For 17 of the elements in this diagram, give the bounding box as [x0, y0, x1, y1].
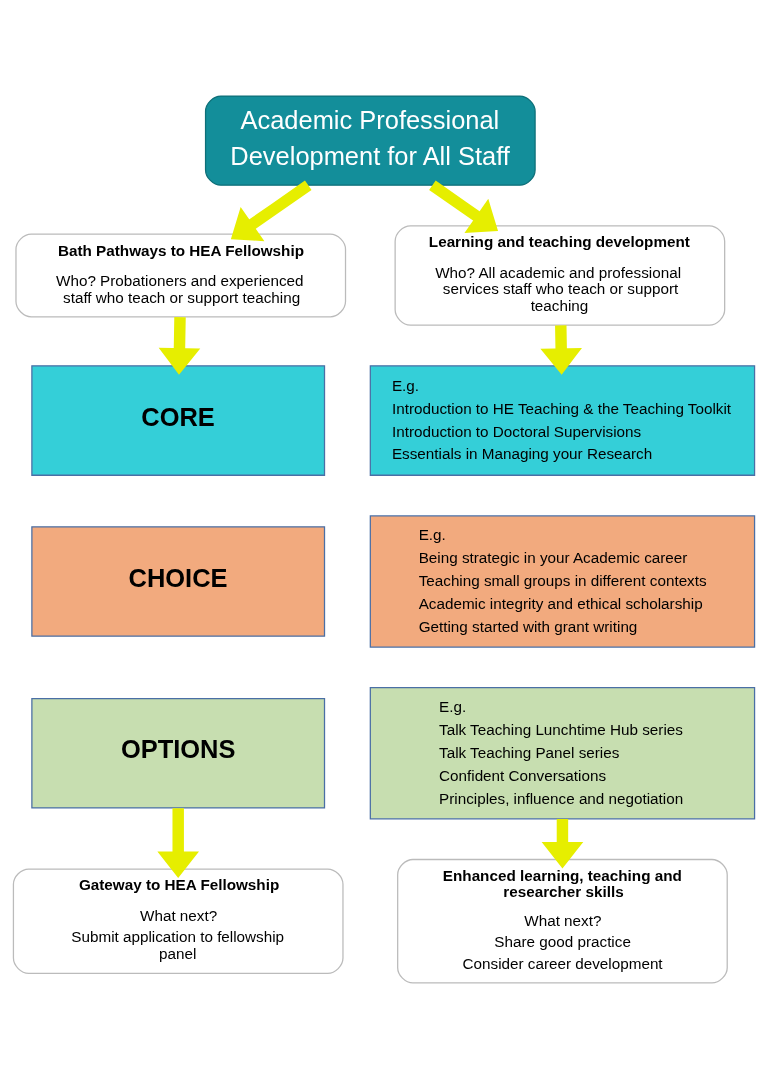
node-box: Gateway to HEA Fellowship What next? Submit application to fellowship panel — [12, 868, 344, 974]
node-box: Learning and teaching development Who? All academic and professional services staff who teach or support teaching — [394, 225, 726, 326]
arrow — [230, 180, 312, 242]
node-box: Enhanced learning, teaching and researcher skills What next? Share good practice Consider career development — [397, 858, 728, 984]
arrow — [158, 317, 201, 375]
arrow — [157, 808, 199, 878]
node-box: CORE — [31, 365, 326, 476]
node-box: E.g. Introduction to HE Teaching & the Teaching Toolkit Introduction to Doctoral Supervisions Essentials in Managing your Research — [369, 365, 756, 476]
arrow — [540, 325, 582, 375]
node-box: CHOICE — [31, 526, 326, 637]
arrow — [541, 818, 584, 869]
node-box: E.g. Being strategic in your Academic career Teaching small groups in different contexts Academic integrity and ethical scholarship Getting started with grant writing — [369, 515, 756, 648]
node-box: Academic Professional Development for All Staff — [204, 95, 536, 186]
arrow — [429, 180, 499, 233]
node-box: E.g. Talk Teaching Lunchtime Hub series Talk Teaching Panel series Confident Conversations Principles, influence and negotiation — [369, 687, 756, 820]
node-box: OPTIONS — [31, 697, 326, 809]
node-box: Bath Pathways to HEA Fellowship Who? Probationers and experienced staff who teach or support teaching — [15, 233, 347, 318]
